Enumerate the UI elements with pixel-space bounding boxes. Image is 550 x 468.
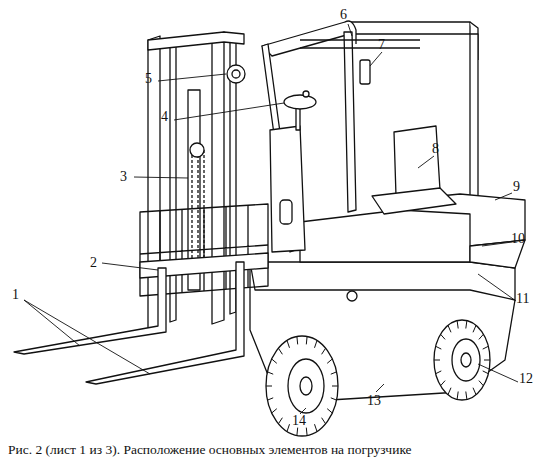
fork [14, 268, 166, 354]
mast-crossbar [148, 32, 244, 50]
tyre-tread [306, 428, 308, 436]
seat-cushion [372, 188, 456, 214]
guard-post [344, 32, 356, 212]
tyre-tread [296, 428, 298, 436]
tyre-tread [332, 386, 338, 387]
front-hub [288, 359, 324, 413]
chain-pulley [190, 143, 204, 157]
callout-number: 6 [340, 8, 347, 22]
callout-number: 4 [161, 110, 168, 124]
tyre-tread [483, 371, 489, 374]
rear-wheel [434, 320, 490, 400]
callout-number: 14 [292, 414, 306, 428]
callout-number: 1 [12, 288, 19, 302]
tyre-tread [306, 337, 308, 345]
tyre-tread [441, 334, 446, 339]
tyre-tread [457, 392, 458, 400]
tyre-tread [296, 337, 298, 345]
seat-back [394, 126, 440, 196]
callout-number: 11 [516, 292, 529, 306]
tyre-tread [448, 388, 451, 395]
tyre-tread [479, 381, 484, 386]
tyre-tread [315, 341, 318, 348]
tyre-tread [327, 359, 332, 363]
lamp [347, 291, 357, 301]
guard-slats [300, 40, 420, 48]
console [280, 200, 292, 224]
front-hub [300, 377, 312, 395]
tyre-tread [268, 372, 274, 374]
tyre-tread [473, 388, 476, 395]
tyre-tread [268, 398, 274, 400]
tyre-tread [315, 424, 318, 431]
tyre-tread [436, 346, 442, 349]
rear-lamp [360, 60, 370, 84]
tyre-tread [457, 321, 458, 329]
tyre-tread [327, 409, 332, 413]
rear-hub [452, 339, 480, 381]
tyre-tread [473, 325, 476, 332]
callout-number: 2 [90, 256, 97, 270]
tyre-tread [466, 321, 467, 329]
callout-number: 10 [511, 232, 525, 246]
tyre-tread [479, 334, 484, 339]
tyre-tread [278, 418, 282, 424]
leader-lines [24, 24, 518, 414]
mast [170, 38, 176, 322]
tyre-tread [436, 371, 442, 374]
mast [212, 32, 224, 324]
tyre-tread [278, 348, 282, 354]
figure-caption: Рис. 2 (лист 1 из 3). Расположение основ… [8, 442, 412, 458]
tyre-tread [322, 418, 326, 424]
lift-chain [192, 150, 204, 260]
callout-number: 8 [432, 142, 439, 156]
tyre-tread [434, 360, 440, 361]
tyre-tread [441, 381, 446, 386]
tyre-tread [287, 341, 290, 348]
tyre-tread [272, 409, 277, 413]
steering-wheel [284, 95, 316, 109]
callout-number: 9 [513, 180, 520, 194]
chassis-edge [250, 262, 515, 300]
tyre-tread [331, 398, 337, 400]
callout-number: 13 [367, 394, 381, 408]
tyre-tread [484, 360, 490, 361]
callout-number: 5 [145, 72, 152, 86]
head-lamp [227, 65, 245, 83]
dashboard [270, 126, 305, 252]
overhead-guard [262, 22, 470, 56]
callout-number: 3 [120, 170, 127, 184]
tyre-tread [266, 386, 272, 387]
tyre-tread [448, 325, 451, 332]
rear-hub [461, 353, 471, 367]
head-lamp [232, 70, 240, 78]
tyre-tread [331, 372, 337, 374]
tyre-tread [483, 346, 489, 349]
callout-number: 7 [378, 38, 385, 52]
tyre-tread [272, 359, 277, 363]
steering-knob [303, 91, 309, 97]
battery-cover [300, 210, 470, 262]
front-wheel [266, 336, 338, 436]
tyre-tread [287, 424, 290, 431]
callout-number: 12 [519, 372, 533, 386]
tyre-tread [322, 348, 326, 354]
fork [86, 262, 244, 384]
tyre-tread [466, 392, 467, 400]
